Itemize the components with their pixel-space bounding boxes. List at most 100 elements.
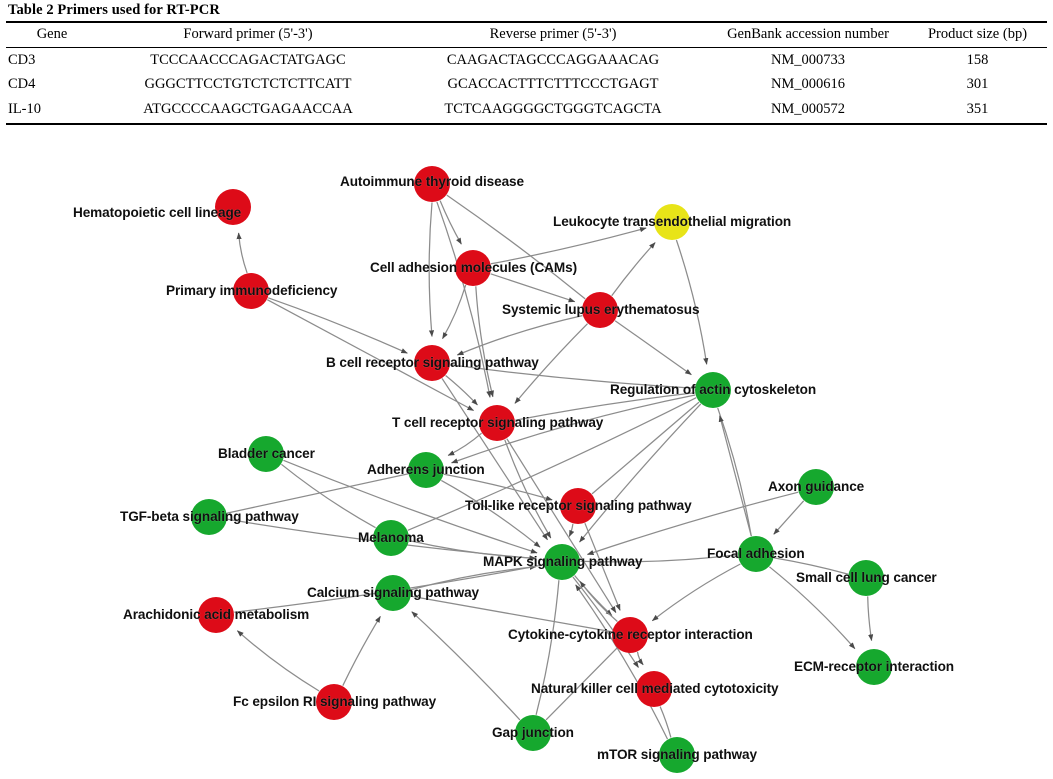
network-edge xyxy=(441,284,467,340)
network-node-primary[interactable] xyxy=(233,273,269,309)
node-label-tolllike: Toll-like receptor signaling pathway xyxy=(465,498,692,513)
node-label-autoimmune: Autoimmune thyroid disease xyxy=(340,174,524,189)
network-node-autoimmune[interactable] xyxy=(414,166,450,202)
edge-layer xyxy=(226,194,874,740)
table-rule-cell xyxy=(6,122,98,126)
network-edge xyxy=(718,415,752,537)
network-edge xyxy=(407,397,697,531)
node-label-primary: Primary immunodeficiency xyxy=(166,283,338,298)
col-header-size: Product size (bp) xyxy=(908,21,1047,48)
table-rule-cell xyxy=(398,122,708,126)
network-edge xyxy=(450,364,695,389)
node-layer xyxy=(191,166,892,773)
network-node-hematopoietic[interactable] xyxy=(215,189,251,225)
node-label-smallcell: Small cell lung cancer xyxy=(796,570,937,585)
network-node-axon[interactable] xyxy=(798,469,834,505)
network-edge xyxy=(574,575,613,617)
network-edge xyxy=(447,432,483,456)
network-edge xyxy=(451,394,696,464)
node-label-bladder: Bladder cancer xyxy=(218,446,315,461)
primers-table-block: Table 2 Primers used for RT-PCR Gene For… xyxy=(6,2,1047,126)
node-label-mapk: MAPK signaling pathway xyxy=(483,554,643,569)
node-label-ecm: ECM-receptor interaction xyxy=(794,659,954,674)
network-node-adherens[interactable] xyxy=(408,452,444,488)
network-edge xyxy=(281,463,376,529)
network-edge xyxy=(342,615,381,686)
network-node-bladder[interactable] xyxy=(248,436,284,472)
network-edge xyxy=(436,201,492,398)
cell-gene: CD3 xyxy=(6,47,98,73)
node-label-adherens: Adherens junction xyxy=(367,462,485,477)
network-node-fcepsilon[interactable] xyxy=(316,684,352,720)
network-node-melanoma[interactable] xyxy=(373,520,409,556)
cell-forward: TCCCAACCCAGACTATGAGC xyxy=(98,47,398,73)
network-node-tolllike[interactable] xyxy=(560,488,596,524)
network-edge xyxy=(545,647,618,721)
primers-table: Gene Forward primer (5'-3') Reverse prim… xyxy=(6,21,1047,126)
node-label-actin: Regulation of actin cytoskeleton xyxy=(610,382,817,397)
cell-accession: NM_000733 xyxy=(708,47,908,73)
node-label-bcell: B cell receptor signaling pathway xyxy=(326,355,539,370)
node-label-mtor: mTOR signaling pathway xyxy=(597,747,757,762)
network-node-tcell[interactable] xyxy=(479,405,515,441)
network-edge xyxy=(506,438,617,613)
node-label-focal: Focal adhesion xyxy=(707,546,805,561)
network-node-nk[interactable] xyxy=(636,671,672,707)
network-edge xyxy=(445,375,478,406)
network-node-cams[interactable] xyxy=(455,250,491,286)
cell-gene: IL-10 xyxy=(8,100,42,117)
network-edge xyxy=(515,392,695,421)
network-edge xyxy=(773,500,805,535)
network-node-focal[interactable] xyxy=(738,536,774,572)
network-edge xyxy=(236,630,320,692)
network-node-gap[interactable] xyxy=(515,715,551,751)
node-label-tgfbeta: TGF-beta signaling pathway xyxy=(120,509,299,524)
network-edge xyxy=(579,581,618,622)
network-edge xyxy=(439,200,462,245)
table-rule-cell xyxy=(98,122,398,126)
node-label-leukocyte: Leukocyte transendothelial migration xyxy=(553,214,792,229)
network-node-smallcell[interactable] xyxy=(848,560,884,596)
network-edge xyxy=(428,202,435,337)
network-node-sle[interactable] xyxy=(582,292,618,328)
network-edge xyxy=(867,596,874,641)
cell-size: 351 xyxy=(966,100,989,117)
cell-forward: ATGCCCCAAGCTGAGAACCAA xyxy=(143,100,353,117)
network-edge xyxy=(659,706,672,738)
table-bottom-rule xyxy=(6,122,1047,126)
network-node-arachidonic[interactable] xyxy=(198,597,234,633)
col-header-accession: GenBank accession number xyxy=(708,21,908,48)
network-edge xyxy=(446,194,586,300)
network-node-mapk[interactable] xyxy=(544,544,580,580)
table-rule-cell xyxy=(908,122,1047,126)
network-node-tgfbeta[interactable] xyxy=(191,499,227,535)
network-node-cytokine[interactable] xyxy=(612,617,648,653)
network-edge xyxy=(475,286,494,398)
network-edge xyxy=(611,242,656,297)
network-edge xyxy=(236,232,248,274)
network-edge xyxy=(575,584,669,740)
network-node-bcell[interactable] xyxy=(414,345,450,381)
node-label-gap: Gap junction xyxy=(492,725,574,740)
network-node-calcium[interactable] xyxy=(375,575,411,611)
network-edge xyxy=(440,479,541,548)
network-edge xyxy=(443,473,553,501)
node-label-sle: Systemic lupus erythematosus xyxy=(502,302,700,317)
cell-accession: NM_000616 xyxy=(770,76,846,92)
network-edge xyxy=(490,227,647,265)
network-edge xyxy=(226,473,409,514)
network-edge xyxy=(591,401,700,495)
network-graph-svg xyxy=(191,166,892,773)
network-node-ecm[interactable] xyxy=(856,649,892,685)
network-edge xyxy=(411,595,612,633)
network-edge xyxy=(283,459,538,554)
network-node-mtor[interactable] xyxy=(659,737,695,773)
network-edge xyxy=(568,523,575,537)
table-rule-cell xyxy=(708,122,908,126)
network-node-actin[interactable] xyxy=(695,372,731,408)
cell-reverse: GCACCACTTTCTTTCCCTGAGT xyxy=(447,76,659,92)
network-node-leukocyte[interactable] xyxy=(654,204,690,240)
network-edge xyxy=(535,580,560,715)
